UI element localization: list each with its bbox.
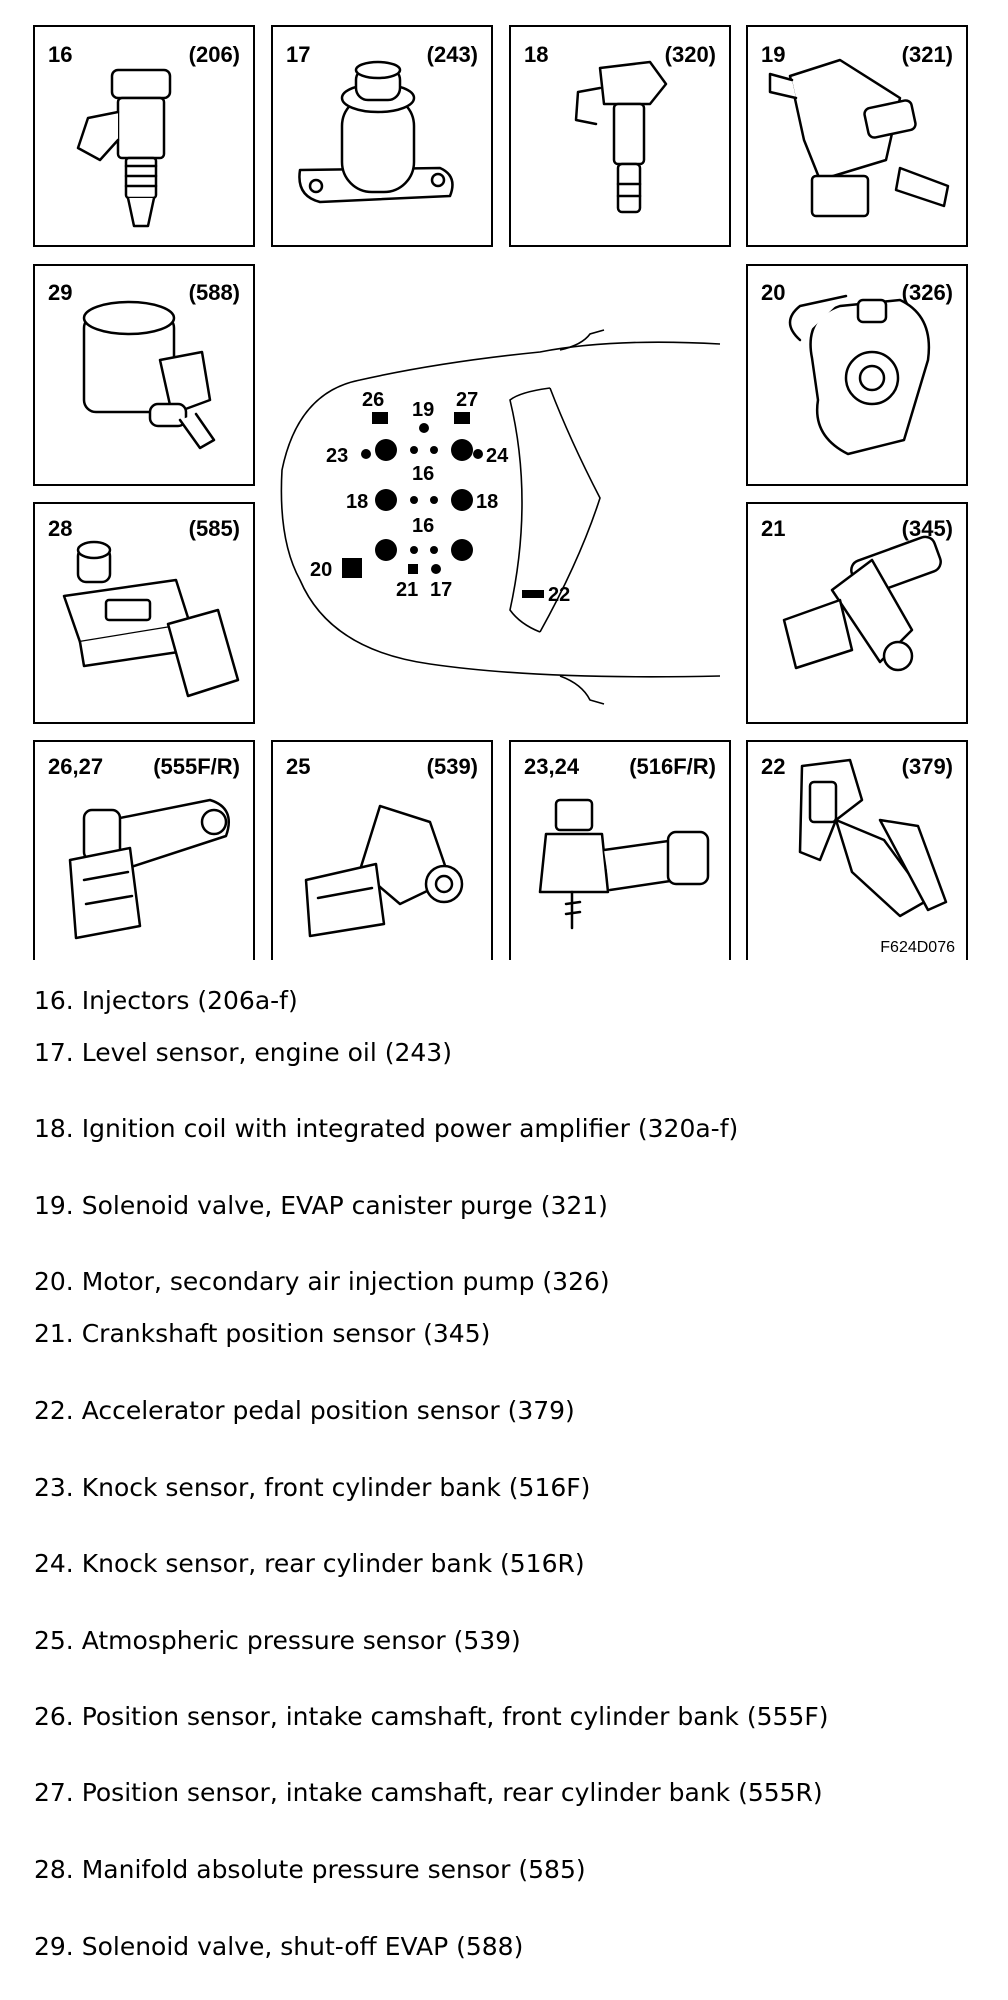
panel-frame [746, 740, 968, 960]
panel-28-id: 28 [48, 516, 72, 541]
marker-19 [419, 423, 429, 433]
air-pump-motor-icon [788, 294, 931, 456]
marker-label-20: 20 [310, 559, 332, 581]
marker-injector-6 [410, 546, 418, 554]
marker-label-16-top: 16 [412, 463, 434, 485]
marker-injector-1 [375, 439, 397, 461]
panel-20-id: 20 [761, 280, 785, 305]
panel-frame [509, 740, 731, 960]
marker-coil-2 [410, 496, 418, 504]
legend-item: 17. Level sensor, engine oil (243) [34, 1038, 452, 1067]
legend-item: 25. Atmospheric pressure sensor (539) [34, 1626, 521, 1655]
oil-level-sensor-icon [298, 60, 454, 204]
marker-label-18-left: 18 [346, 491, 368, 513]
map-sensor-icon [62, 540, 240, 698]
marker-coil-3 [430, 496, 438, 504]
marker-24 [473, 449, 483, 459]
panel-29-id: 29 [48, 280, 72, 305]
legend-item: 16. Injectors (206a-f) [34, 986, 298, 1015]
panel-frame [33, 502, 255, 724]
component-location-diagram: 16 (206) 17 (243) 18 (320) 19 (321) 29 (… [33, 25, 968, 960]
marker-21 [408, 564, 418, 574]
marker-label-22: 22 [548, 584, 570, 606]
panel-28-code: (585) [189, 516, 240, 541]
atmospheric-sensor-icon [304, 804, 464, 938]
legend-item: 24. Knock sensor, rear cylinder bank (51… [34, 1549, 585, 1578]
panel-29-code: (588) [189, 280, 240, 305]
panel-22-id: 22 [761, 754, 785, 779]
panel-21-id: 21 [761, 516, 785, 541]
marker-23 [361, 449, 371, 459]
legend-item: 27. Position sensor, intake camshaft, re… [34, 1778, 823, 1807]
panel-frame [33, 25, 255, 247]
panel-frame [271, 25, 493, 247]
panel-18-id: 18 [524, 42, 548, 67]
panel-frame [509, 25, 731, 247]
panel-16-id: 16 [48, 42, 72, 67]
marker-coil-1 [375, 489, 397, 511]
purge-solenoid-icon [768, 58, 950, 218]
marker-label-24: 24 [486, 445, 509, 467]
panel-18-code: (320) [665, 42, 716, 67]
panel-frame [746, 25, 968, 247]
marker-26 [372, 412, 388, 424]
marker-label-26: 26 [362, 389, 384, 411]
legend-item: 21. Crankshaft position sensor (345) [34, 1319, 491, 1348]
legend-item: 23. Knock sensor, front cylinder bank (5… [34, 1473, 591, 1502]
marker-label-19: 19 [412, 399, 434, 421]
camshaft-sensor-icon [68, 798, 230, 940]
panel-20-code: (326) [902, 280, 953, 305]
marker-label-18-right: 18 [476, 491, 498, 513]
legend-item: 26. Position sensor, intake camshaft, fr… [34, 1702, 829, 1731]
marker-injector-4 [451, 439, 473, 461]
marker-17 [431, 564, 441, 574]
panel-23-24-code: (516F/R) [629, 754, 716, 779]
marker-coil-4 [451, 489, 473, 511]
panel-frame [746, 502, 968, 724]
engine-markers [342, 412, 544, 598]
legend-item: 18. Ignition coil with integrated power … [34, 1114, 739, 1143]
panel-19-id: 19 [761, 42, 785, 67]
panel-25-code: (539) [427, 754, 478, 779]
marker-injector-5 [375, 539, 397, 561]
panel-26-27-code: (555F/R) [153, 754, 240, 779]
accelerator-pedal-icon [798, 758, 948, 918]
crankshaft-sensor-icon [782, 535, 942, 672]
marker-27 [454, 412, 470, 424]
panel-19-code: (321) [902, 42, 953, 67]
panel-25-id: 25 [286, 754, 310, 779]
knock-sensor-icon [538, 798, 710, 930]
legend-item: 29. Solenoid valve, shut-off EVAP (588) [34, 1932, 524, 1961]
panel-17-id: 17 [286, 42, 310, 67]
shutoff-solenoid-icon [82, 300, 216, 450]
ignition-coil-icon [574, 60, 668, 214]
figure-code: F624D076 [880, 939, 955, 956]
marker-20 [342, 558, 362, 578]
marker-22 [522, 590, 544, 598]
panel-23-24-id: 23,24 [524, 754, 580, 779]
marker-label-16-bottom: 16 [412, 515, 434, 537]
marker-injector-3 [430, 446, 438, 454]
panel-26-27-id: 26,27 [48, 754, 103, 779]
legend-item: 28. Manifold absolute pressure sensor (5… [34, 1855, 586, 1884]
marker-injector-7 [430, 546, 438, 554]
vehicle-outline [280, 329, 721, 705]
panel-frame [271, 740, 493, 960]
panel-17-code: (243) [427, 42, 478, 67]
legend-item: 22. Accelerator pedal position sensor (3… [34, 1396, 575, 1425]
marker-label-27: 27 [456, 389, 478, 411]
marker-label-23: 23 [326, 445, 348, 467]
panel-frame [746, 264, 968, 486]
marker-label-17: 17 [430, 579, 452, 601]
panel-16-code: (206) [189, 42, 240, 67]
panel-22-code: (379) [902, 754, 953, 779]
panel-frame [33, 740, 255, 960]
legend-item: 19. Solenoid valve, EVAP canister purge … [34, 1191, 608, 1220]
marker-injector-8 [451, 539, 473, 561]
marker-injector-2 [410, 446, 418, 454]
panel-frame [33, 264, 255, 486]
legend-item: 20. Motor, secondary air injection pump … [34, 1267, 610, 1296]
marker-label-21: 21 [396, 579, 418, 601]
fuel-injector-icon [76, 68, 172, 228]
